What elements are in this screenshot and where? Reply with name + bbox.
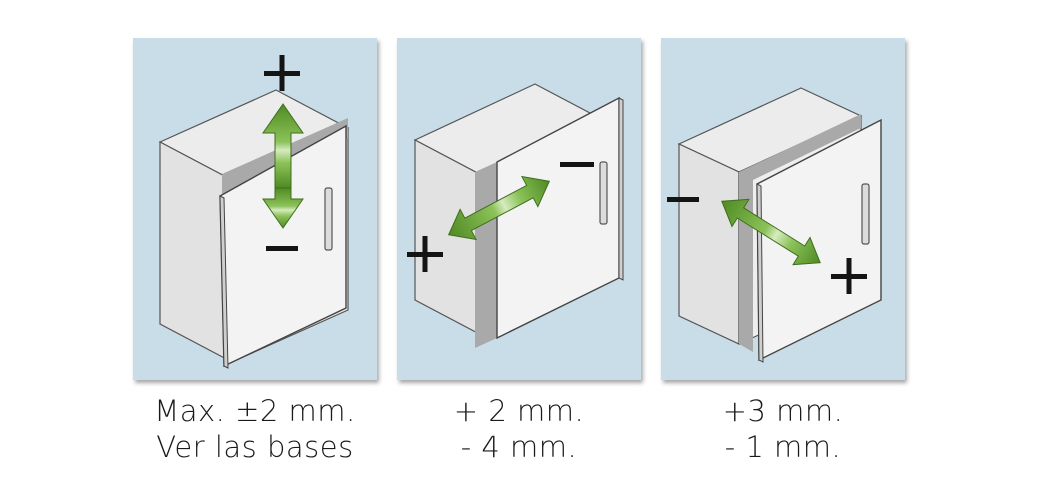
cabinet-depth-illustration [667, 87, 882, 363]
double-arrow-icon [447, 175, 551, 241]
door-handle-icon [599, 161, 608, 225]
caption-line-1: + 2 mm. [453, 394, 585, 428]
double-arrow-icon [262, 103, 304, 229]
caption-depth-adjustment: +3 mm. - 1 mm. [661, 393, 905, 465]
door-edge [219, 195, 229, 369]
door-handle-icon [324, 187, 333, 251]
cabinet-vertical-illustration [158, 55, 350, 369]
minus-sign-icon [266, 246, 298, 251]
caption-vertical-adjustment: Max. ±2 mm. Ver las bases [133, 393, 377, 465]
panel-horizontal-adjustment [397, 38, 641, 380]
plus-sign-icon [264, 55, 300, 91]
caption-line-1: Max. ±2 mm. [154, 394, 356, 428]
caption-line-2: - 1 mm. [724, 430, 842, 464]
cabinet-horizontal-illustration [407, 83, 624, 348]
plus-sign-icon [831, 258, 867, 294]
minus-sign-icon [560, 162, 594, 167]
caption-line-1: +3 mm. [722, 394, 844, 428]
caption-horizontal-adjustment: + 2 mm. - 4 mm. [397, 393, 641, 465]
caption-line-2: - 4 mm. [460, 430, 578, 464]
caption-line-2: Ver las bases [156, 430, 354, 464]
panel-vertical-adjustment [133, 38, 377, 380]
double-arrow-icon [721, 198, 821, 266]
cabinet-side [678, 143, 740, 345]
minus-sign-icon [667, 197, 699, 202]
door-gap-shadow [475, 162, 497, 348]
plus-sign-icon [407, 236, 443, 272]
door-handle-icon [861, 183, 870, 245]
door-gap-shadow [739, 114, 861, 352]
door-edge [618, 97, 624, 281]
panel-depth-adjustment [661, 38, 905, 380]
